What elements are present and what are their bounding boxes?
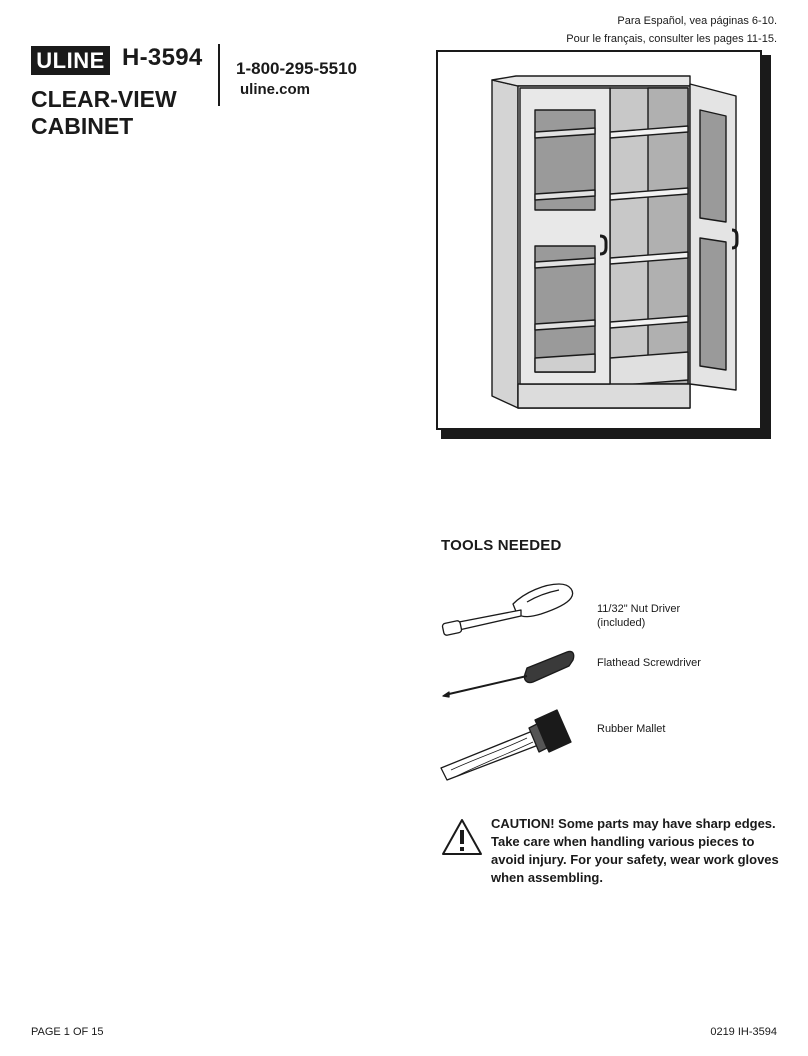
nut-driver-icon [441, 583, 574, 636]
mallet-icon [440, 709, 572, 781]
french-pages-note: Pour le français, consulter les pages 11… [566, 33, 777, 45]
header-divider [218, 44, 220, 106]
phone-number: 1-800-295-5510 [236, 59, 357, 78]
website-link[interactable]: uline.com [240, 81, 311, 98]
cabinet-illustration [491, 75, 739, 409]
tool-label-line1: Flathead Screwdriver [597, 657, 701, 669]
caution-text: CAUTION! Some parts may have sharp edges… [491, 816, 779, 885]
warning-triangle-icon [442, 819, 482, 855]
model-number: H-3594 [122, 44, 203, 71]
tool-label-nut-driver: 11/32" Nut Driver (included) [597, 602, 680, 630]
cabinet-illustration-frame [436, 50, 762, 430]
product-title: CLEAR-VIEW CABINET [31, 86, 177, 139]
tools-needed-heading: TOOLS NEEDED [441, 537, 562, 554]
uline-logo: ULINE [31, 46, 110, 75]
tool-label-mallet: Rubber Mallet [597, 722, 665, 736]
tool-label-line1: 11/32" Nut Driver [597, 603, 681, 615]
page-number: PAGE 1 OF 15 [31, 1026, 104, 1038]
screwdriver-icon [442, 650, 575, 698]
tool-label-line1: Rubber Mallet [597, 723, 666, 735]
spanish-pages-note: Para Español, vea páginas 6-10. [617, 15, 777, 27]
tool-label-screwdriver: Flathead Screwdriver [597, 656, 701, 670]
document-code: 0219 IH-3594 [710, 1026, 777, 1038]
tool-label-line2: (included) [597, 617, 646, 629]
